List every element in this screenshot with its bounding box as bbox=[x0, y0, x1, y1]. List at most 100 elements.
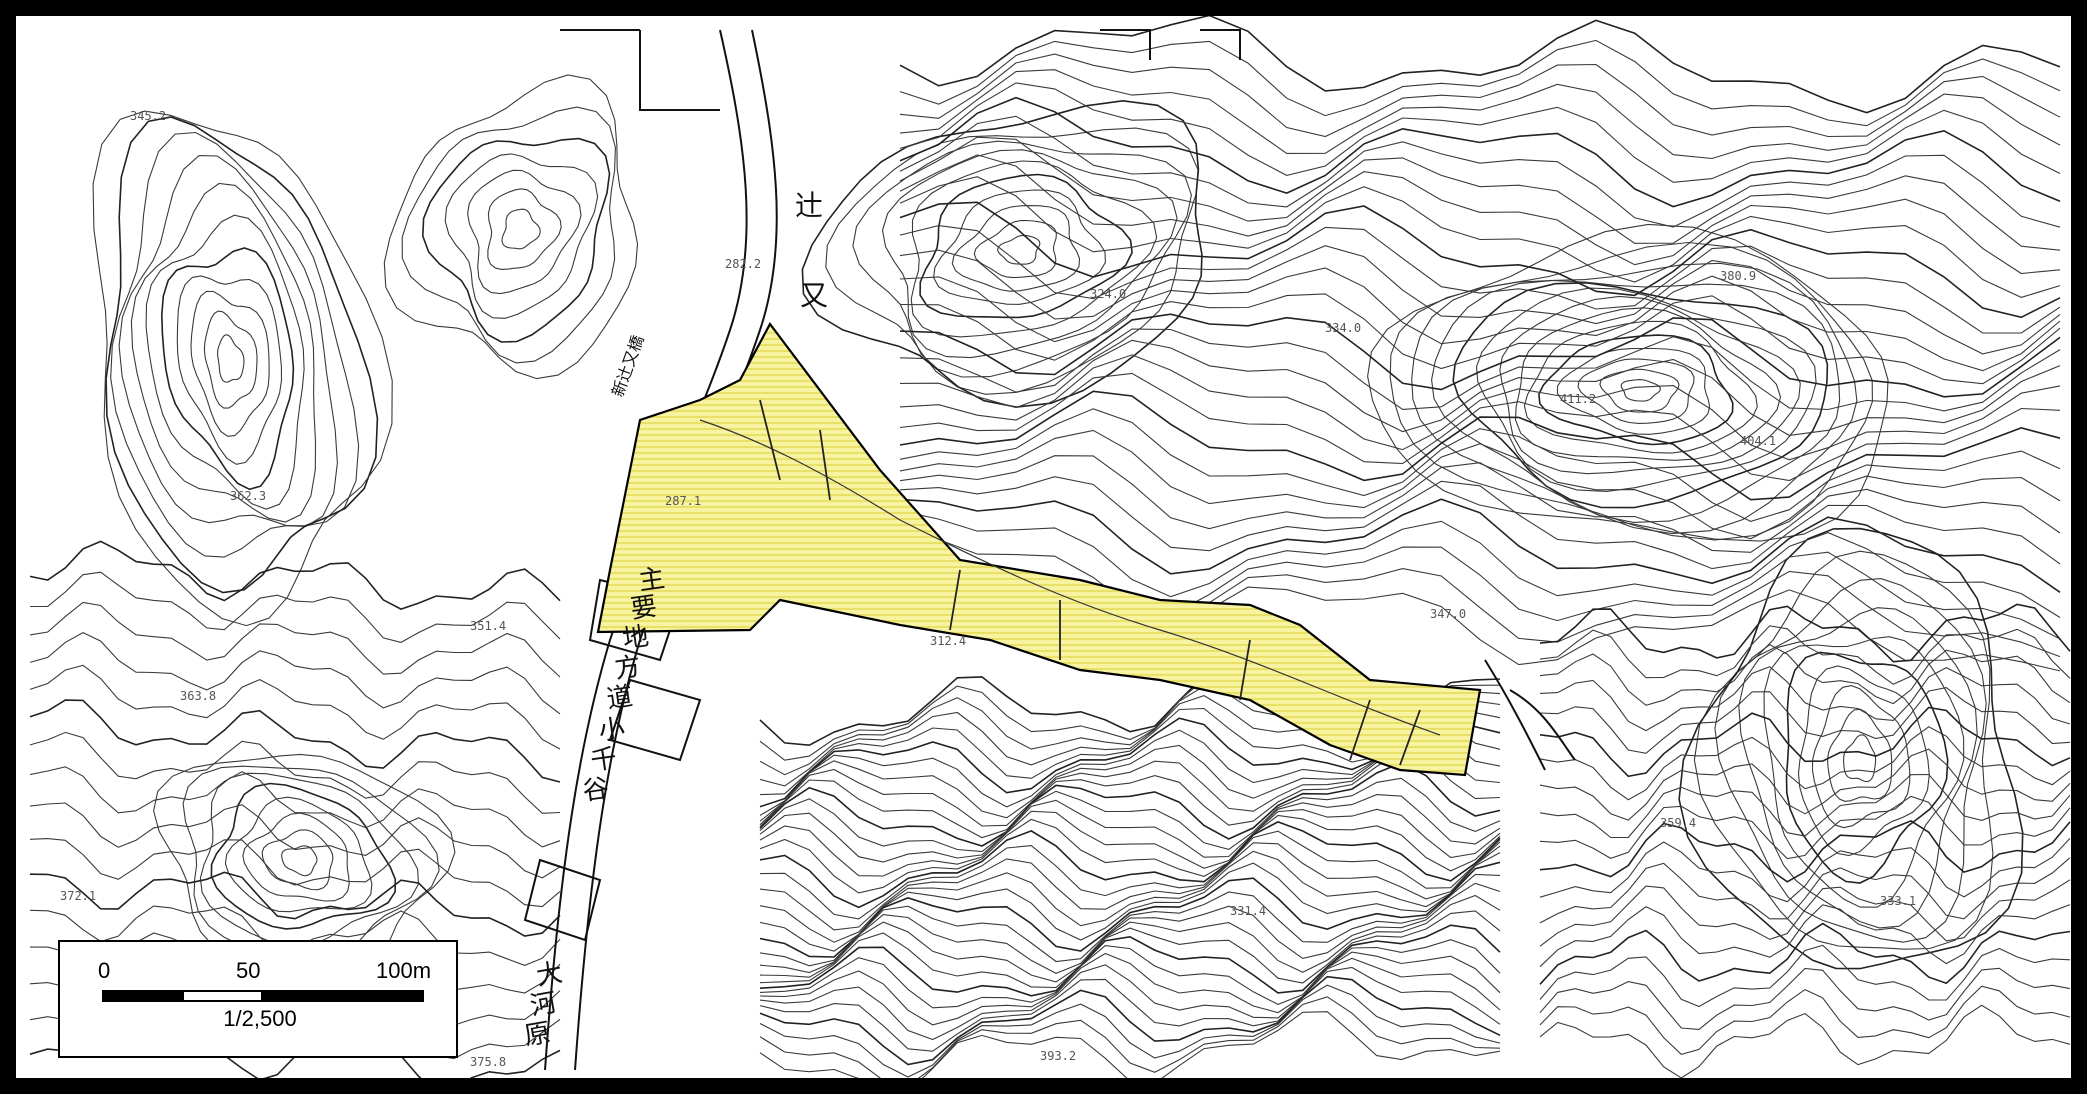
contour-line bbox=[759, 749, 1501, 839]
contour-line bbox=[759, 924, 1501, 997]
contour-line bbox=[1539, 726, 2071, 801]
contour-line bbox=[759, 966, 1501, 1052]
contour-line bbox=[29, 699, 561, 783]
contour-line bbox=[1539, 985, 2071, 1056]
contour-line bbox=[29, 871, 561, 937]
elevation-label: 372.1 bbox=[60, 889, 96, 903]
contour-line bbox=[182, 765, 440, 964]
contour-line bbox=[899, 16, 2061, 114]
contour-line bbox=[281, 845, 318, 877]
elevation-label: 359.4 bbox=[1660, 816, 1696, 830]
road-name-char: 方 bbox=[613, 652, 643, 685]
contour-line bbox=[899, 524, 2061, 640]
contour-line bbox=[29, 664, 561, 750]
scale-tick-100: 100m bbox=[376, 958, 432, 983]
contour-line bbox=[1539, 603, 2071, 663]
contour-line bbox=[118, 155, 338, 528]
contour-line bbox=[1389, 241, 1873, 541]
elevation-label: 362.3 bbox=[230, 489, 266, 503]
contour-line bbox=[899, 201, 2061, 319]
contour-line bbox=[92, 110, 393, 627]
contour-line bbox=[1620, 379, 1661, 402]
check-dams bbox=[759, 399, 1421, 766]
contour-line bbox=[899, 267, 2061, 372]
contour-line bbox=[899, 293, 2061, 385]
elevation-label: 282.2 bbox=[725, 257, 761, 271]
highlighted-project-area[interactable] bbox=[596, 321, 1482, 777]
contour-line bbox=[176, 275, 283, 465]
contour-line bbox=[759, 951, 1501, 1026]
contour-line bbox=[759, 894, 1501, 983]
contour-line bbox=[1738, 607, 1978, 929]
contour-line bbox=[1539, 857, 2071, 924]
contour-line bbox=[1539, 625, 2071, 685]
scale-tick-0: 0 bbox=[98, 958, 111, 983]
elevation-label: 331.4 bbox=[1230, 904, 1266, 918]
contour-line bbox=[29, 631, 561, 715]
elevation-label: 287.1 bbox=[665, 494, 701, 508]
contour-line bbox=[899, 455, 2061, 553]
contour-line bbox=[29, 601, 561, 678]
scale-segment-3 bbox=[263, 990, 424, 1002]
road-name-char: 要 bbox=[629, 592, 659, 625]
scale-tick-50: 50 bbox=[236, 958, 261, 983]
contour-line bbox=[951, 205, 1081, 292]
contour-line bbox=[881, 149, 1178, 359]
contour-line bbox=[759, 830, 1501, 920]
contour-line bbox=[997, 234, 1041, 265]
scale-ratio: 1/2,500 bbox=[223, 1006, 297, 1031]
road-name-char: 地 bbox=[621, 622, 651, 655]
contour-line bbox=[759, 957, 1501, 1041]
contour-line bbox=[825, 127, 1199, 395]
contour-line bbox=[759, 814, 1501, 894]
contour-line bbox=[145, 214, 305, 510]
contour-line bbox=[899, 429, 2061, 540]
contour-line bbox=[899, 390, 2061, 501]
contour-line bbox=[899, 82, 2061, 183]
elevation-label: 333.1 bbox=[1880, 894, 1916, 908]
contour-line bbox=[759, 762, 1501, 847]
elevation-label: 393.2 bbox=[1040, 1049, 1076, 1063]
contour-line bbox=[899, 225, 2061, 334]
road-name-char: 主 bbox=[637, 564, 667, 597]
contour-line bbox=[899, 498, 2061, 593]
contour-line bbox=[759, 882, 1501, 975]
contour-line bbox=[224, 796, 373, 913]
contour-line bbox=[899, 39, 2061, 127]
contour-line bbox=[1714, 578, 1987, 943]
contour-line bbox=[421, 137, 611, 343]
contour-line bbox=[759, 939, 1501, 1009]
contour-line bbox=[759, 794, 1501, 863]
contour-line bbox=[1411, 262, 1858, 535]
contour-line bbox=[933, 189, 1106, 305]
contour-line bbox=[501, 208, 541, 250]
contour-line bbox=[1827, 708, 1893, 802]
elevation-label: 363.8 bbox=[180, 689, 216, 703]
contour-line bbox=[1539, 922, 2071, 985]
contour-line bbox=[759, 1011, 1501, 1078]
contour-line bbox=[1367, 223, 1889, 542]
road-name-char: 小 bbox=[597, 714, 627, 747]
contour-line bbox=[1539, 820, 2071, 883]
contour-line bbox=[1539, 644, 2071, 706]
elevation-labels: 345.2362.3351.4363.8372.1282.2287.1324.0… bbox=[60, 109, 1916, 1069]
contour-line bbox=[759, 808, 1501, 877]
contour-line bbox=[801, 99, 1203, 408]
contour-line bbox=[1539, 666, 2071, 732]
contour-line bbox=[29, 731, 561, 814]
contour-line bbox=[1556, 347, 1711, 435]
contour-line bbox=[899, 354, 2061, 461]
contour-line bbox=[759, 984, 1501, 1078]
contour-line bbox=[29, 802, 561, 879]
contour-line bbox=[1843, 734, 1877, 783]
contour-line bbox=[1539, 773, 2071, 839]
elevation-label: 334.0 bbox=[1325, 321, 1361, 335]
elevation-label: 312.4 bbox=[930, 634, 966, 648]
contour-line bbox=[759, 821, 1501, 909]
contour-line bbox=[105, 116, 379, 594]
bridge-label: 新辻又橋 bbox=[608, 333, 648, 400]
contour-line bbox=[759, 861, 1501, 958]
contour-line bbox=[1539, 1004, 2071, 1078]
